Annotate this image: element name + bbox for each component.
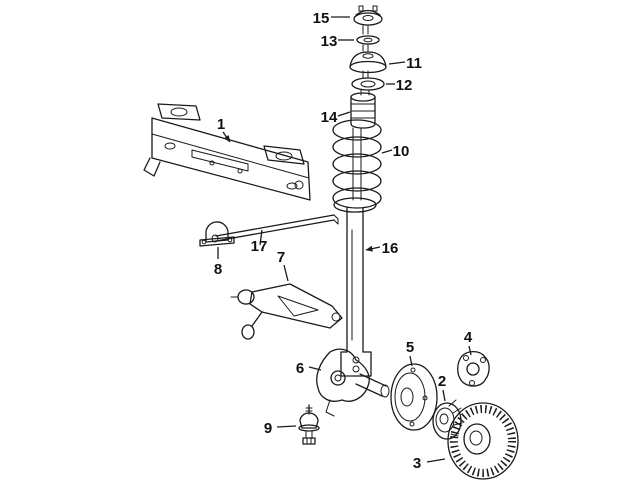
callout-10: 10 xyxy=(393,143,410,160)
callout-13: 13 xyxy=(321,33,338,50)
control-arm xyxy=(230,283,343,340)
leader-lines xyxy=(217,16,472,463)
leader-17 xyxy=(259,229,263,246)
callout-14: 14 xyxy=(321,109,338,126)
wheel-hub xyxy=(432,399,463,440)
brake-rotor xyxy=(447,402,519,480)
leader-9 xyxy=(276,425,297,428)
callout-11: 11 xyxy=(406,55,422,72)
leader-6 xyxy=(308,366,322,371)
callout-12: 12 xyxy=(396,77,413,94)
leader-7 xyxy=(283,264,289,282)
bump-stop-bellows xyxy=(350,92,376,129)
callout-2: 2 xyxy=(438,373,446,390)
leader-1 xyxy=(222,131,231,143)
spring-insulator xyxy=(351,77,385,91)
callout-labels: 1 15 13 11 12 14 10 16 8 17 7 6 9 5 2 4 … xyxy=(214,10,473,472)
callout-5: 5 xyxy=(406,339,414,356)
callout-7: 7 xyxy=(277,249,285,266)
callout-1: 1 xyxy=(217,116,225,133)
steering-knuckle xyxy=(316,348,390,417)
leader-10 xyxy=(381,149,393,154)
upper-spring-seat xyxy=(349,51,387,74)
callout-9: 9 xyxy=(264,420,272,437)
strut-assembly xyxy=(333,127,377,377)
leader-3 xyxy=(426,458,446,463)
strut-mount xyxy=(353,5,383,26)
leader-14 xyxy=(337,111,351,117)
callout-17: 17 xyxy=(251,238,268,255)
ball-joint xyxy=(298,404,320,445)
callout-15: 15 xyxy=(313,10,330,27)
mount-washer xyxy=(356,35,380,45)
callout-3: 3 xyxy=(413,455,421,472)
coil-spring xyxy=(332,119,382,209)
splash-shield xyxy=(390,363,438,431)
leader-4 xyxy=(468,345,472,356)
leader-16 xyxy=(365,245,381,252)
leader-11 xyxy=(388,61,406,65)
crossmember xyxy=(143,103,311,201)
callout-16: 16 xyxy=(382,240,399,257)
bearing-carrier xyxy=(457,350,490,387)
callout-4: 4 xyxy=(464,329,473,346)
callout-6: 6 xyxy=(296,360,304,377)
leader-2 xyxy=(442,389,446,402)
stabilizer-bushing-bracket xyxy=(199,221,235,247)
callout-8: 8 xyxy=(214,261,222,278)
leader-5 xyxy=(409,355,413,367)
